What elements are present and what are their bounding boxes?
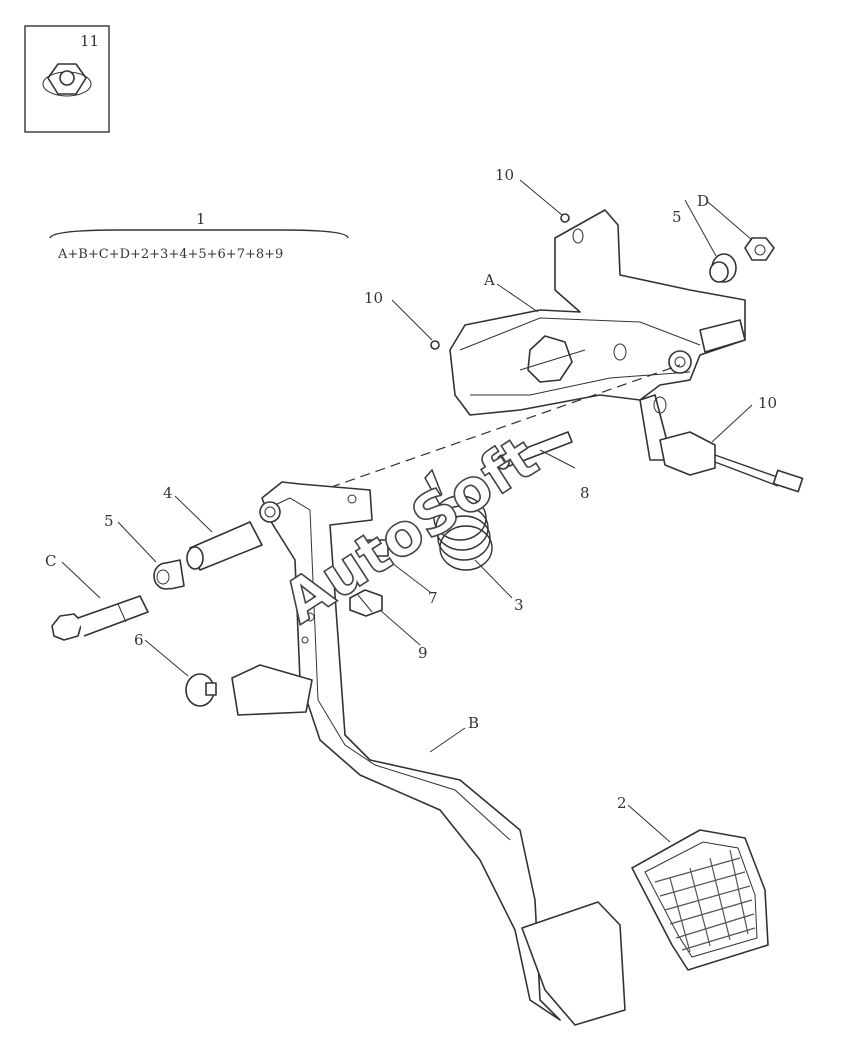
pin-10-top (560, 213, 570, 223)
callout-4: 4 (163, 484, 173, 502)
inset-box: 11 (24, 25, 110, 133)
callout-9: 9 (418, 644, 428, 662)
inset-number: 11 (80, 32, 99, 50)
callout-5-left: 5 (104, 512, 114, 530)
bolt-c (51, 595, 149, 641)
flange-nut-icon (42, 63, 92, 97)
stopper-6 (185, 673, 217, 707)
pedal-pad-2 (631, 829, 769, 971)
bracket-a (449, 209, 746, 461)
pivot-axis (299, 364, 681, 499)
pin-8 (496, 431, 573, 470)
return-spring-3 (424, 468, 493, 571)
callout-10-right: 10 (758, 394, 777, 412)
leader-lines (61, 179, 753, 843)
assembly-formula-text: A+B+C+D+2+3+4+5+6+7+8+9 (57, 247, 283, 262)
callout-c: C (45, 552, 56, 570)
callout-d: D (697, 192, 709, 210)
callout-7: 7 (428, 589, 438, 607)
callout-b: B (468, 714, 479, 732)
callout-2: 2 (617, 794, 627, 812)
pedal-arm-b (231, 481, 626, 1026)
callout-10-top: 10 (495, 166, 514, 184)
assembly-formula: 1 A+B+C+D+2+3+4+5+6+7+8+9 (49, 210, 349, 262)
callout-10-left: 10 (364, 289, 383, 307)
pedal-switch (659, 431, 804, 493)
assembly-number: 1 (196, 210, 206, 228)
callout-3: 3 (514, 596, 524, 614)
nut-d (744, 237, 775, 261)
callout-6: 6 (134, 631, 144, 649)
bushing-5-right (709, 253, 737, 283)
callout-5-right: 5 (672, 208, 682, 226)
pin-10-left (430, 340, 440, 350)
bushing-5-left (153, 559, 185, 590)
sleeve-4 (186, 521, 263, 571)
callout-8: 8 (580, 484, 590, 502)
switch-9 (349, 589, 383, 617)
callout-a: A (483, 271, 495, 289)
clip-7 (367, 539, 389, 557)
